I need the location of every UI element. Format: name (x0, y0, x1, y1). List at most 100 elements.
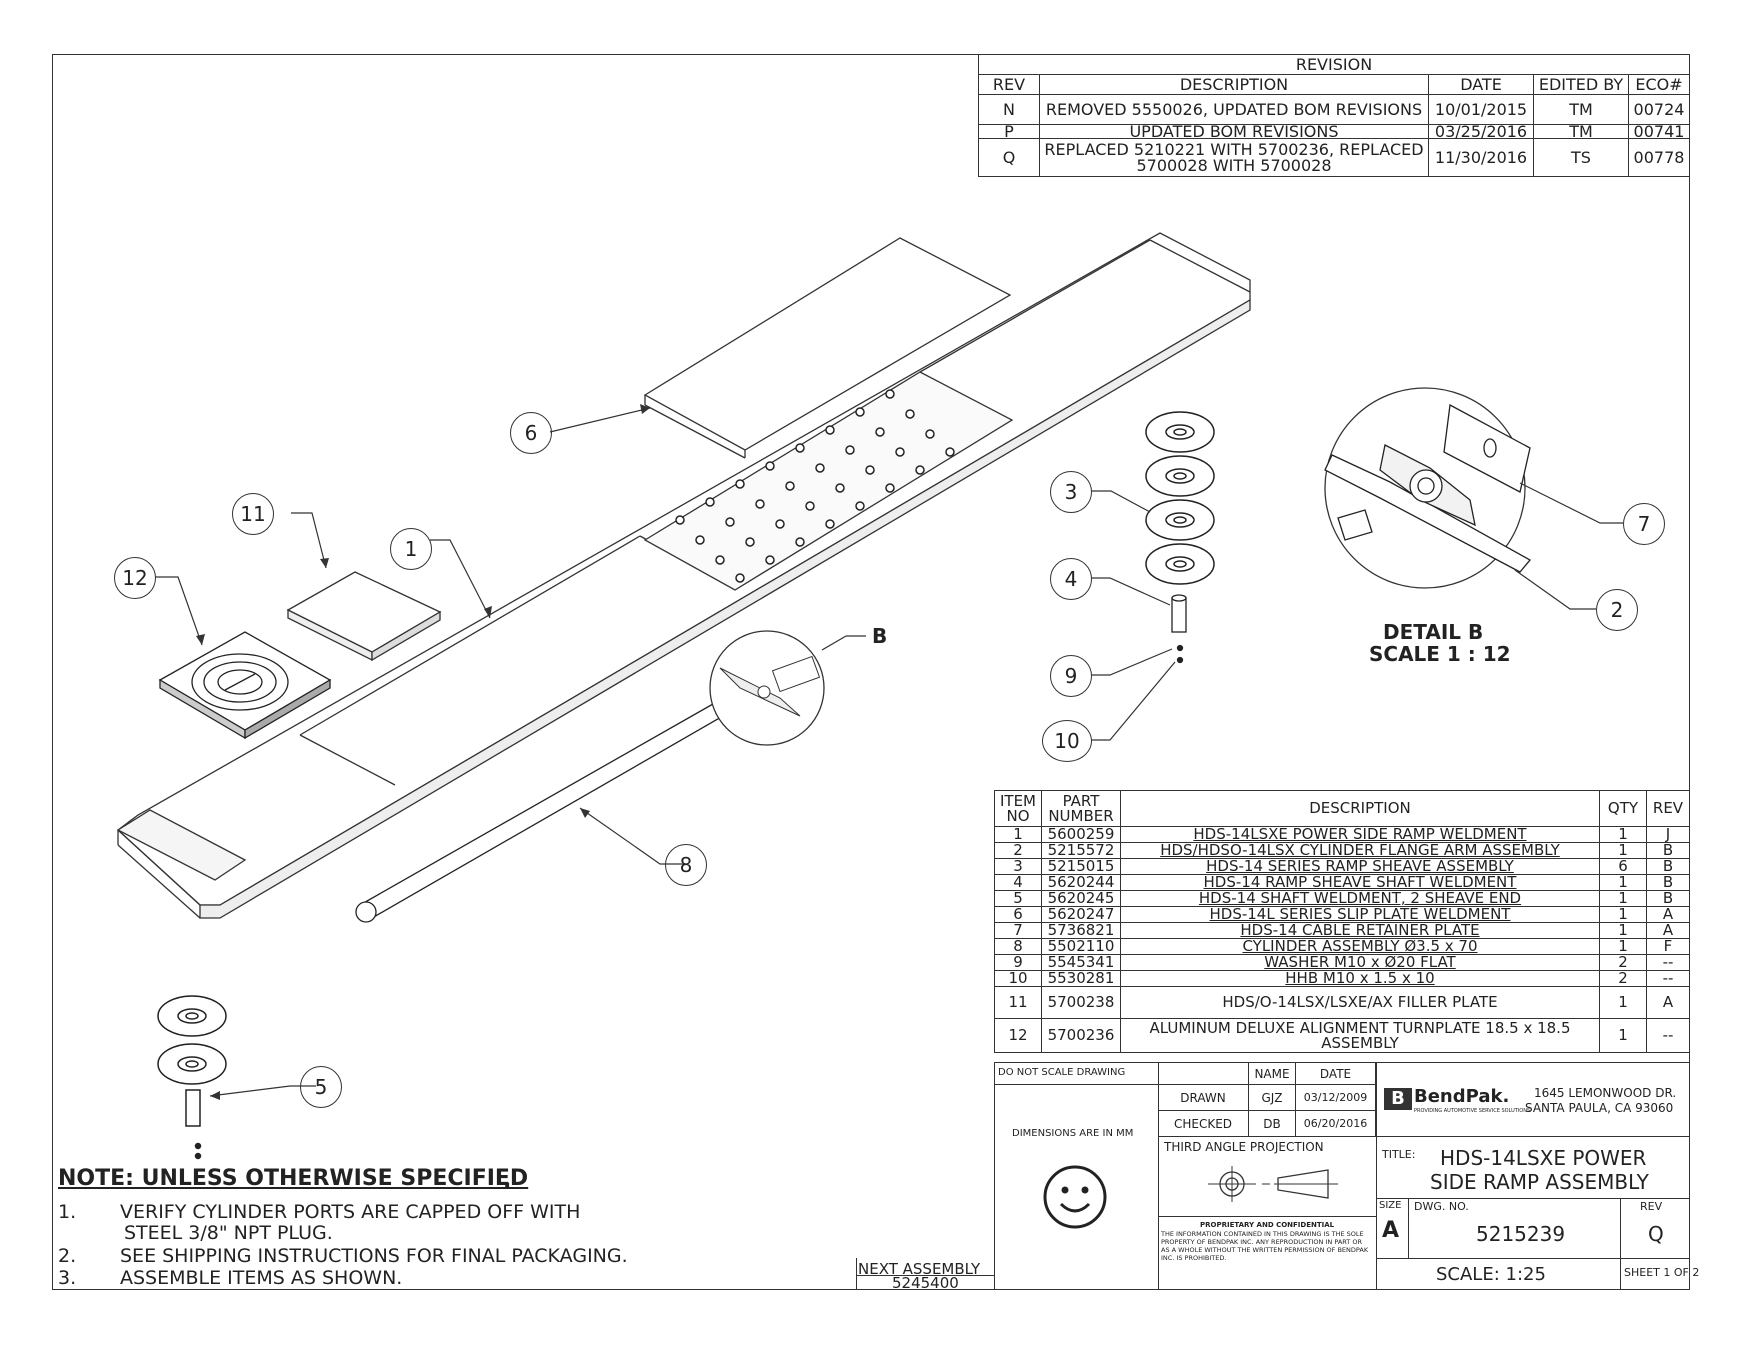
bom-rev-header: REV (1646, 790, 1690, 827)
revision-table: REVISION REV DESCRIPTION DATE EDITED BY … (978, 54, 1690, 177)
drawn-label: DRAWN (1158, 1084, 1249, 1111)
desc-cell: HDS/O-14LSX/LSXE/AX FILLER PLATE (1120, 986, 1600, 1019)
checked-date: 06/20/2016 (1295, 1110, 1376, 1137)
item-cell: 11 (994, 986, 1042, 1019)
title-label: TITLE: (1382, 1148, 1416, 1161)
date-cell: 03/25/2016 (1428, 124, 1534, 140)
part-cell: 5736821 (1041, 922, 1121, 939)
drawn-name: GJZ (1248, 1084, 1296, 1111)
description-cell: UPDATED BOM REVISIONS (1039, 124, 1429, 140)
qty-cell: 2 (1599, 970, 1647, 987)
address-line2: SANTA PAULA, CA 93060 (1525, 1101, 1674, 1115)
rev-cell: Q (978, 138, 1040, 177)
smiley-icon (1043, 1165, 1107, 1229)
rev-cell: -- (1646, 1018, 1690, 1053)
next-assembly-number: 5245400 (892, 1274, 959, 1292)
proprietary-text: THE INFORMATION CONTAINED IN THIS DRAWIN… (1161, 1230, 1369, 1262)
callout-12: 12 (114, 557, 156, 599)
callout-9: 9 (1050, 655, 1092, 697)
description-cell: REMOVED 5550026, UPDATED BOM REVISIONS (1039, 94, 1429, 125)
eco-cell: 00778 (1628, 138, 1690, 177)
sheet-value: SHEET 1 OF 2 (1624, 1266, 1700, 1279)
desc-cell: ALUMINUM DELUXE ALIGNMENT TURNPLATE 18.5… (1120, 1018, 1600, 1053)
third-angle-projection-icon (1208, 1166, 1338, 1202)
note-1-text2: STEEL 3/8" NPT PLUG. (124, 1222, 333, 1244)
part-cell: 5215572 (1041, 842, 1121, 859)
notes-title: NOTE: UNLESS OTHERWISE SPECIFIED (58, 1166, 529, 1191)
bill-of-materials: ITEM NO PART NUMBER DESCRIPTION QTY REV … (994, 790, 1690, 1053)
eco-header: ECO# (1628, 74, 1690, 95)
part-cell: 5700238 (1041, 986, 1121, 1019)
part-cell: 5620247 (1041, 906, 1121, 923)
drawing-title-line2: SIDE RAMP ASSEMBLY (1430, 1170, 1649, 1194)
filler-plate (286, 571, 442, 662)
checked-name: DB (1248, 1110, 1296, 1137)
note-1-text: VERIFY CYLINDER PORTS ARE CAPPED OFF WIT… (120, 1201, 581, 1223)
callout-10: 10 (1042, 720, 1092, 762)
callout-2: 2 (1596, 589, 1638, 631)
rev-header: REV (978, 74, 1040, 95)
scale-value: SCALE: 1:25 (1436, 1264, 1546, 1285)
drawing-title-line1: HDS-14LSXE POWER (1440, 1146, 1647, 1170)
detail-title: DETAIL B (1383, 620, 1484, 644)
rev-cell: A (1646, 986, 1690, 1019)
part-cell: 5700236 (1041, 1018, 1121, 1053)
flange-arm-detail (1324, 403, 1532, 573)
do-not-scale-note: DO NOT SCALE DRAWING (998, 1067, 1126, 1078)
callout-11: 11 (232, 493, 274, 535)
eco-cell: 00741 (1628, 124, 1690, 140)
part-cell: 5620245 (1041, 890, 1121, 907)
edited-by-cell: TS (1533, 138, 1629, 177)
notes-title-period: . (503, 1168, 512, 1193)
size-label: SIZE (1379, 1200, 1402, 1211)
desc-cell: HHB M10 x 1.5 x 10 (1120, 970, 1600, 987)
callout-8: 8 (665, 844, 707, 886)
part-cell: 5530281 (1041, 970, 1121, 987)
callout-1: 1 (390, 528, 432, 570)
callout-7: 7 (1623, 503, 1665, 545)
callout-5: 5 (300, 1066, 342, 1108)
address-line1: 1645 LEMONWOOD DR. (1534, 1086, 1677, 1100)
dwg-no-value: 5215239 (1476, 1222, 1566, 1246)
desc-cell: HDS-14 CABLE RETAINER PLATE (1120, 922, 1600, 939)
item-cell: 12 (994, 1018, 1042, 1053)
date-cell: 11/30/2016 (1428, 138, 1534, 177)
checked-label: CHECKED (1158, 1110, 1249, 1137)
turnplate (158, 631, 332, 740)
note-2-text: SEE SHIPPING INSTRUCTIONS FOR FINAL PACK… (120, 1245, 628, 1267)
note-3-number: 3. (58, 1267, 77, 1289)
sheave-shaft (1171, 594, 1187, 664)
proprietary-title: PROPRIETARY AND CONFIDENTIAL (1200, 1221, 1335, 1229)
note-1-number: 1. (58, 1201, 77, 1223)
company-tagline: PROVIDING AUTOMOTIVE SERVICE SOLUTIONS (1414, 1108, 1531, 1114)
next-assembly-label: NEXT ASSEMBLY (858, 1260, 981, 1278)
slip-plate (643, 237, 1012, 459)
desc-cell: HDS-14L SERIES SLIP PLATE WELDMENT (1120, 906, 1600, 923)
name-header: NAME (1248, 1062, 1296, 1085)
part-cell: 5600259 (1041, 826, 1121, 843)
bendpak-logo-icon: B (1384, 1088, 1412, 1110)
rev-label: REV (1640, 1200, 1663, 1213)
revision-row: Q REPLACED 5210221 WITH 5700236, REPLACE… (978, 138, 1690, 177)
bom-description-header: DESCRIPTION (1120, 790, 1600, 827)
rev-value: Q (1648, 1222, 1664, 1246)
note-2-number: 2. (58, 1245, 77, 1267)
sheave-stack-end (157, 995, 227, 1160)
detail-label: B (872, 624, 888, 648)
drawn-date: 03/12/2009 (1295, 1084, 1376, 1111)
dimensions-note: DIMENSIONS ARE IN MM (1012, 1128, 1134, 1139)
desc-cell: HDS-14 SERIES RAMP SHEAVE ASSEMBLY (1120, 858, 1600, 875)
detail-scale: SCALE 1 : 12 (1369, 642, 1511, 666)
revision-row: P UPDATED BOM REVISIONS 03/25/2016 TM 00… (978, 124, 1690, 140)
qty-cell: 1 (1599, 986, 1647, 1019)
item-cell: 10 (994, 970, 1042, 987)
date-header: DATE (1295, 1062, 1376, 1085)
part-number-header: PART NUMBER (1041, 790, 1121, 827)
